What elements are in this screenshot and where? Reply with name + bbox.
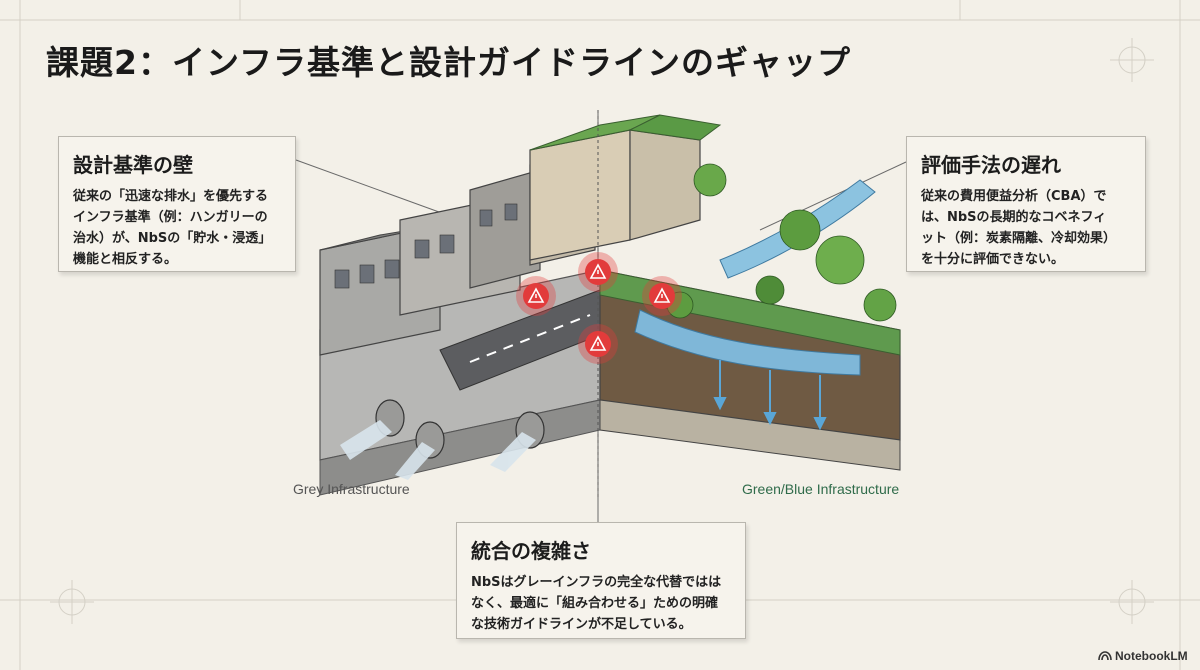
page-title: 課題2：インフラ基準と設計ガイドラインのギャップ — [46, 43, 851, 82]
callout-title: 設計基準の壁 — [73, 153, 193, 177]
callout-body: 従来の「迅速な排水」を優先する インフラ基準（例：ハンガリーの 治水）が、NbS… — [73, 186, 281, 270]
green-infrastructure-label: Green/Blue Infrastructure — [742, 481, 900, 497]
warning-icon — [578, 252, 618, 292]
callout-integration-complexity: 統合の複雑さ NbSはグレーインフラの完全な代替ではは なく、最適に「組み合わせ… — [456, 522, 746, 639]
callout-line: な技術ガイドラインが不足している。 — [471, 617, 692, 632]
callout-line: を十分に評価できない。 — [921, 252, 1065, 267]
warning-markers — [516, 252, 682, 364]
warning-icon — [578, 324, 618, 364]
warning-icon — [516, 276, 556, 316]
callout-line: 機能と相反する。 — [73, 252, 178, 267]
callout-title: 統合の複雑さ — [471, 539, 591, 563]
notebooklm-logo-icon — [1098, 651, 1112, 661]
callout-body: NbSはグレーインフラの完全な代替ではは なく、最適に「組み合わせる」ための明確… — [471, 572, 731, 635]
grey-infrastructure-label: Grey Infrastructure — [293, 481, 410, 497]
callout-line: インフラ基準（例：ハンガリーの — [73, 210, 268, 225]
callout-design-standards: 設計基準の壁 従来の「迅速な排水」を優先する インフラ基準（例：ハンガリーの 治… — [58, 136, 296, 272]
callout-body: 従来の費用便益分析（CBA）で は、NbSの長期的なコベネフィ ット（例：炭素隔… — [921, 186, 1131, 270]
notebooklm-brand: NotebookLM — [1098, 649, 1188, 663]
callout-evaluation-methods: 評価手法の遅れ 従来の費用便益分析（CBA）で は、NbSの長期的なコベネフィ … — [906, 136, 1146, 272]
green-blue-infrastructure-block — [529, 114, 901, 471]
brand-label: NotebookLM — [1115, 649, 1188, 663]
infrastructure-illustration — [319, 110, 901, 500]
callout-line: 治水）が、NbSの「貯水・浸透」 — [73, 231, 272, 246]
callout-line: なく、最適に「組み合わせる」ための明確 — [471, 596, 719, 611]
warning-icon — [642, 276, 682, 316]
callout-line: 従来の「迅速な排水」を優先する — [73, 189, 269, 204]
callout-title: 評価手法の遅れ — [921, 153, 1061, 177]
callout-line: 従来の費用便益分析（CBA）で — [921, 189, 1107, 204]
callout-line: は、NbSの長期的なコベネフィ — [921, 210, 1107, 225]
callout-line: ット（例：炭素隔離、冷却効果） — [921, 231, 1117, 246]
callout-line: NbSはグレーインフラの完全な代替ではは — [471, 575, 722, 590]
grey-infrastructure-block — [319, 151, 601, 496]
